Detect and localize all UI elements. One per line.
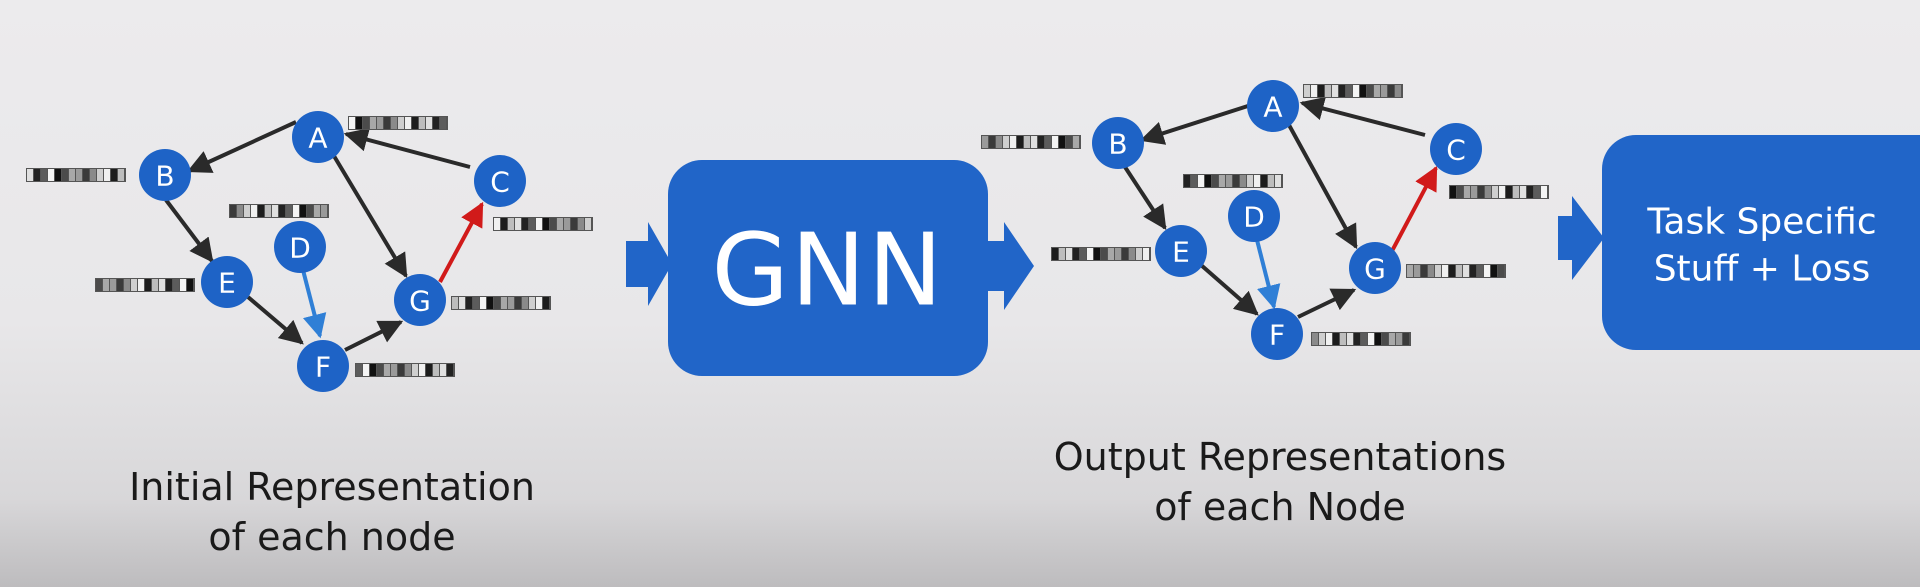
feature-vector-e	[95, 278, 195, 292]
svg-text:B: B	[155, 160, 174, 193]
feature-vector-a	[348, 116, 448, 130]
edge-d-f	[301, 269, 327, 339]
edge-e-f	[246, 295, 304, 345]
initial-node-f: F	[297, 340, 349, 392]
edge-out-b-e	[1123, 165, 1167, 231]
feature-vector-g	[451, 296, 551, 310]
svg-text:C: C	[490, 166, 510, 199]
output-caption-line2: of each Node	[1154, 485, 1406, 529]
svg-text:A: A	[308, 122, 327, 155]
initial-edges	[164, 120, 484, 352]
svg-text:F: F	[1269, 319, 1285, 352]
output-feature-vector-d	[1183, 174, 1283, 188]
initial-node-e: E	[201, 256, 253, 308]
svg-text:D: D	[289, 232, 311, 265]
edge-out-a-b	[1139, 103, 1252, 145]
arrow-out-of-gnn	[986, 222, 1034, 310]
edge-f-g	[344, 320, 404, 352]
task-label-line1: Task Specific	[1646, 202, 1876, 243]
svg-text:B: B	[1108, 128, 1127, 161]
output-node-g: G	[1349, 242, 1401, 294]
edge-out-g-c	[1390, 165, 1438, 252]
output-node-a: A	[1247, 80, 1299, 132]
initial-caption-line2: of each node	[208, 515, 455, 559]
feature-vector-c	[493, 217, 593, 231]
arrow-into-task-box	[1558, 196, 1604, 280]
arrow-into-gnn	[626, 222, 672, 306]
output-feature-vector-b	[981, 135, 1081, 149]
feature-vector-f	[355, 363, 455, 377]
feature-vector-d	[229, 204, 329, 218]
edge-out-d-f	[1255, 239, 1281, 310]
edge-c-a	[343, 127, 471, 169]
feature-vector-b	[26, 168, 126, 182]
output-edges	[1123, 96, 1438, 319]
output-node-c: C	[1430, 123, 1482, 175]
initial-graph: A B C D E F G	[26, 111, 593, 559]
output-feature-vector-e	[1051, 247, 1151, 261]
edge-out-e-f	[1199, 263, 1259, 316]
edge-a-b	[186, 120, 297, 173]
svg-text:G: G	[1364, 253, 1386, 286]
edge-g-c	[438, 201, 484, 283]
initial-caption-line1: Initial Representation	[129, 465, 535, 509]
output-node-b: B	[1092, 117, 1144, 169]
initial-node-d: D	[274, 221, 326, 273]
initial-node-g: G	[394, 274, 446, 326]
initial-node-c: C	[474, 155, 526, 207]
svg-text:F: F	[315, 351, 331, 384]
gnn-box: GNN	[668, 160, 988, 376]
gnn-label: GNN	[711, 212, 944, 329]
output-feature-vector-a	[1303, 84, 1403, 98]
task-label-line2: Stuff + Loss	[1654, 249, 1871, 290]
svg-text:G: G	[409, 285, 431, 318]
output-feature-vectors	[981, 84, 1549, 346]
task-specific-box: Task Specific Stuff + Loss	[1602, 135, 1920, 350]
output-feature-vector-f	[1311, 332, 1411, 346]
edge-a-g	[332, 154, 408, 279]
initial-node-b: B	[139, 149, 191, 201]
svg-text:C: C	[1446, 134, 1466, 167]
svg-text:A: A	[1263, 91, 1282, 124]
edge-out-c-a	[1299, 96, 1426, 137]
output-graph: A B C D E F G	[981, 80, 1549, 529]
svg-text:E: E	[1172, 236, 1190, 269]
output-node-f: F	[1251, 308, 1303, 360]
output-feature-vector-c	[1449, 185, 1549, 199]
edge-out-a-g	[1287, 124, 1358, 250]
output-node-d: D	[1228, 190, 1280, 242]
initial-nodes: A B C D E F G	[139, 111, 526, 392]
output-caption-line1: Output Representations	[1054, 435, 1506, 479]
output-feature-vector-g	[1406, 264, 1506, 278]
svg-text:D: D	[1243, 201, 1265, 234]
svg-text:E: E	[218, 267, 236, 300]
output-nodes: A B C D E F G	[1092, 80, 1482, 360]
initial-node-a: A	[292, 111, 344, 163]
initial-feature-vectors	[26, 116, 593, 377]
output-node-e: E	[1155, 225, 1207, 277]
edge-b-e	[164, 198, 214, 263]
edge-out-f-g	[1297, 288, 1357, 319]
